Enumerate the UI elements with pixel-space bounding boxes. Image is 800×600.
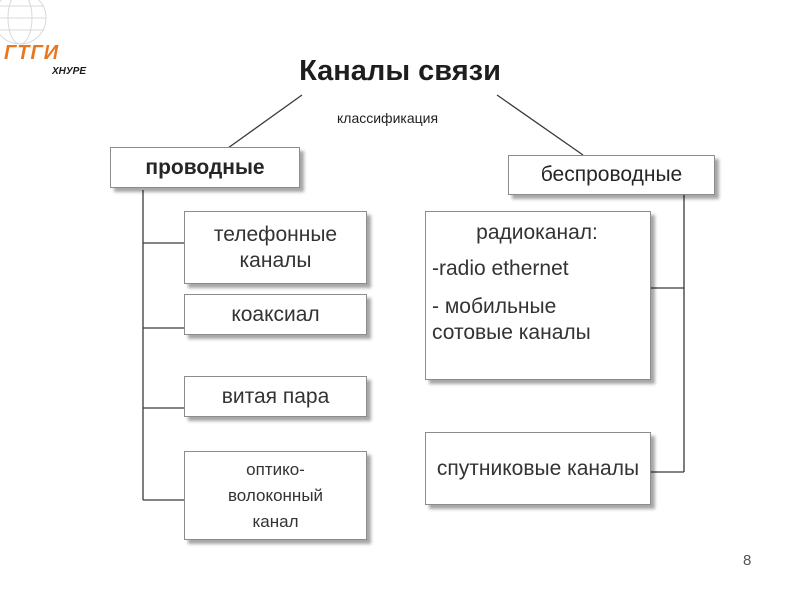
globe-icon xyxy=(0,0,47,45)
category-wired: проводные xyxy=(110,147,300,188)
wired-item-fiber: оптико-волоконный канал xyxy=(184,451,367,540)
wired-item-telephone: телефонные каналы xyxy=(184,211,367,284)
page-title: Каналы связи xyxy=(299,55,501,87)
page-number: 8 xyxy=(743,552,752,569)
wired-item-label: витая пара xyxy=(221,384,330,408)
radio-heading: радиоканал: xyxy=(476,221,598,244)
category-wired-label: проводные xyxy=(145,155,265,179)
logo-text: ГТГИ xyxy=(4,42,60,64)
category-wireless: беспроводные xyxy=(508,155,715,195)
wireless-item-label: спутниковые каналы xyxy=(436,456,640,480)
wired-item-label: телефонные каналы xyxy=(213,222,338,272)
wireless-item-satellite: спутниковые каналы xyxy=(425,432,651,505)
category-wireless-label: беспроводные xyxy=(540,163,683,186)
radio-line: - мобильные сотовые каналы xyxy=(432,295,591,344)
wired-item-label: оптико-волоконный канал xyxy=(227,459,324,531)
page-subtitle: классификация xyxy=(337,110,439,126)
logo-subtext: ХНУРЕ xyxy=(52,66,87,77)
wired-item-twisted-pair: витая пара xyxy=(184,376,367,417)
wireless-item-radio: радиоканал: -radio ethernet - мобильные … xyxy=(425,211,651,380)
radio-line: -radio ethernet xyxy=(432,257,569,280)
wired-item-coaxial: коаксиал xyxy=(184,294,367,335)
wired-item-label: коаксиал xyxy=(231,302,320,326)
